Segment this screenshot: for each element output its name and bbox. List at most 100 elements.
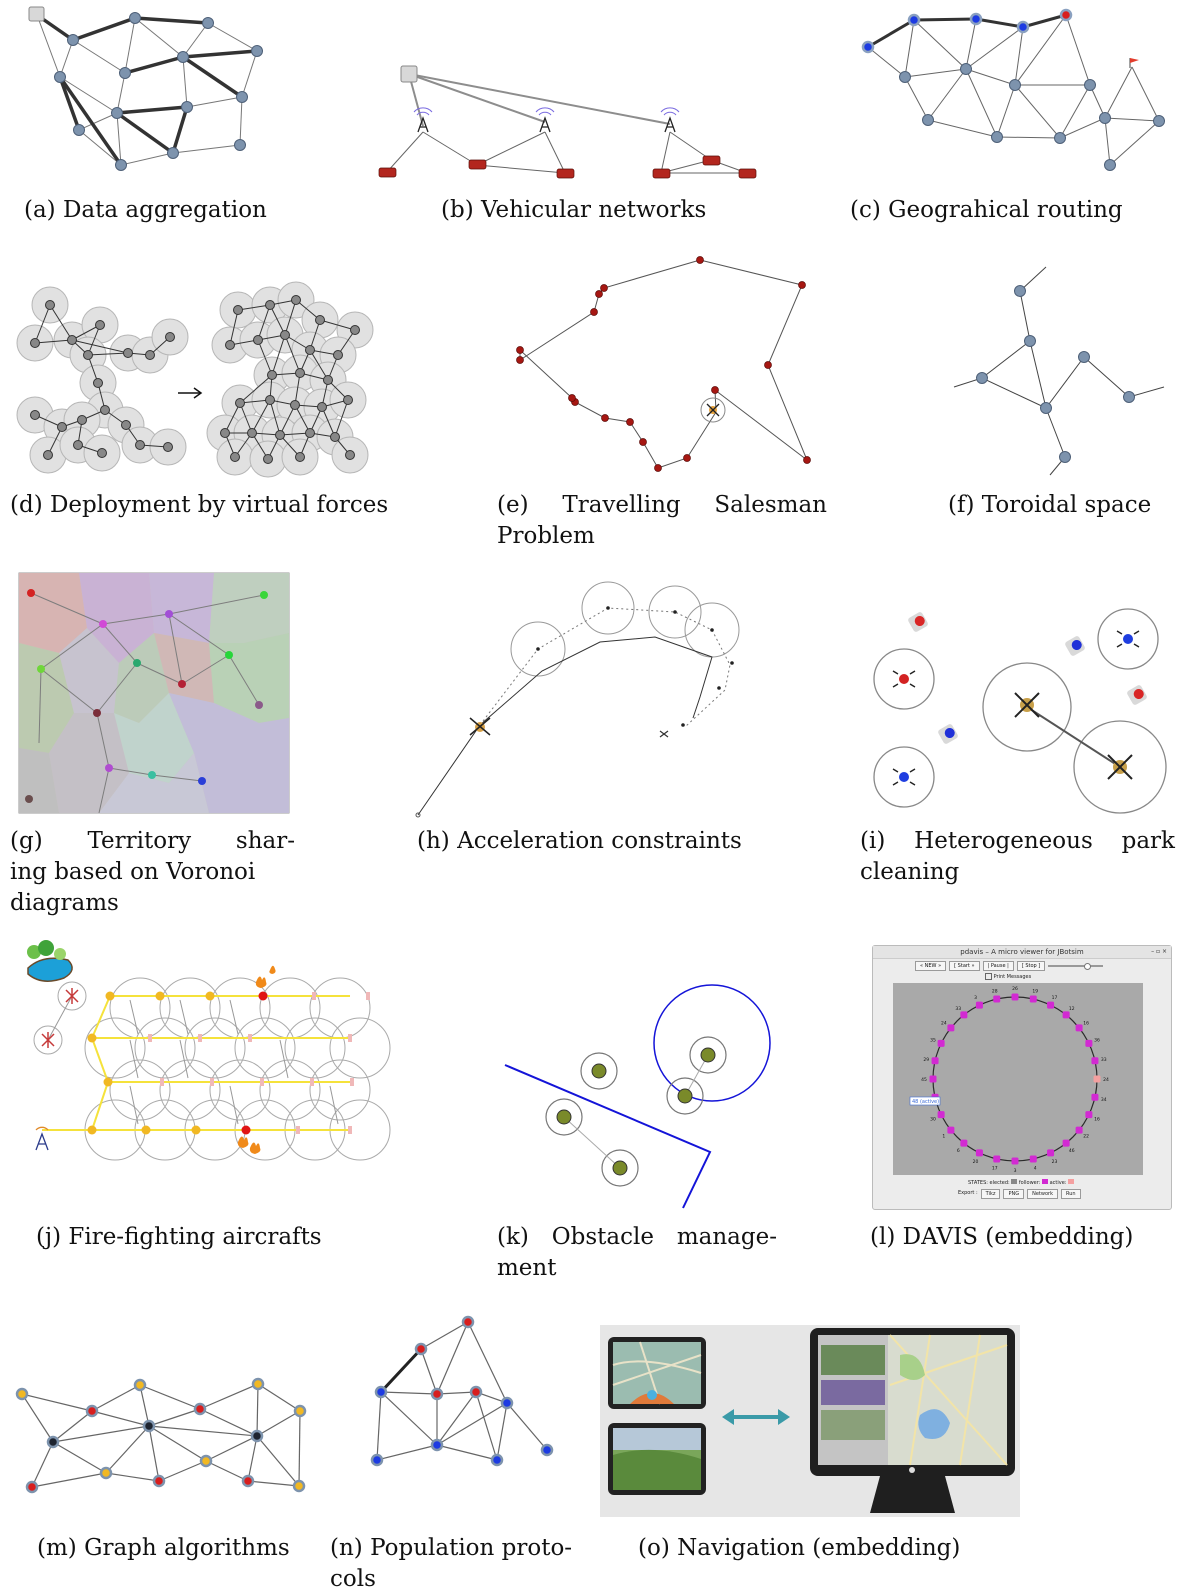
start-button[interactable]: [ Start » (949, 961, 980, 971)
new-button[interactable]: « NEW » (915, 961, 947, 971)
window-controls-icon[interactable]: – ▫ × (1151, 948, 1167, 955)
speed-slider[interactable] (1048, 963, 1104, 970)
tsp-tour (516, 256, 811, 472)
trash-can-icon (908, 612, 1147, 744)
stop-button[interactable]: [ Stop ] (1016, 961, 1046, 971)
davis-ring-node[interactable] (960, 1011, 968, 1019)
acceleration-trajectory (415, 581, 740, 818)
davis-ring-node[interactable] (1085, 1039, 1093, 1047)
davis-ring-label: 34 (1101, 1097, 1107, 1103)
png-button[interactable]: PNG (1003, 1189, 1025, 1199)
fire-icon (237, 965, 276, 1154)
network-button[interactable]: Network (1027, 1189, 1058, 1199)
davis-ring-node[interactable] (1075, 1024, 1083, 1032)
caption-l: (l) DAVIS (embedding) (870, 1224, 1134, 1250)
davis-ring-label: 3 (1014, 1168, 1017, 1174)
graph-algorithms-graph (15, 1377, 307, 1494)
panel-graph-algorithms (10, 1370, 320, 1515)
davis-toolbar: « NEW » [ Start » | Pause | [ Stop ] (915, 961, 1104, 971)
davis-status-row: STATES: elected: follower: active: (968, 1179, 1075, 1186)
davis-ring-node[interactable] (1011, 1157, 1019, 1165)
caption-h: (h) Acceleration constraints (417, 828, 742, 854)
davis-ring-node[interactable] (993, 995, 1001, 1003)
davis-ring-node[interactable] (1047, 1149, 1055, 1157)
davis-ring-label: 29 (923, 1057, 929, 1063)
caption-f: (f) Toroidal space (948, 492, 1152, 518)
population-protocols-graph (370, 1315, 554, 1467)
caption-b: (b) Vehicular networks (441, 197, 707, 223)
davis-ring-label: 24 (941, 1020, 947, 1026)
davis-ring-label: 45 (921, 1077, 927, 1083)
davis-ring-label: 26 (1012, 986, 1018, 992)
davis-ring-label: 33 (1101, 1057, 1107, 1063)
fire-fighting-scene (27, 940, 391, 1161)
davis-ring-node[interactable] (960, 1139, 968, 1147)
follower-label: follower: (1018, 1180, 1041, 1186)
davis-ring-node[interactable] (937, 1039, 945, 1047)
davis-ring-node[interactable] (947, 1126, 955, 1134)
davis-ring-node[interactable] (1047, 1001, 1055, 1009)
navigation-scene (608, 1328, 1015, 1513)
caption-j: (j) Fire-fighting aircrafts (36, 1224, 322, 1250)
antenna-icon (35, 1126, 49, 1151)
davis-ring-node[interactable] (1085, 1111, 1093, 1119)
panel-voronoi (18, 572, 290, 814)
robot-icon (556, 1047, 716, 1176)
panel-navigation (600, 1325, 1020, 1517)
davis-ring-label: 1 (942, 1134, 945, 1140)
davis-ring-node[interactable] (1091, 1057, 1099, 1065)
caption-o: (o) Navigation (embedding) (638, 1535, 961, 1561)
davis-ring-node[interactable] (975, 1149, 983, 1157)
panel-park-cleaning (860, 595, 1175, 820)
davis-ring-node[interactable] (1029, 995, 1037, 1003)
davis-ring-node[interactable] (1062, 1139, 1070, 1147)
print-messages-label: Print Messages (993, 974, 1032, 980)
davis-ring-node[interactable] (993, 1155, 1001, 1163)
davis-ring-node[interactable] (1062, 1011, 1070, 1019)
davis-ring-node[interactable] (1091, 1093, 1099, 1101)
caption-a: (a) Data aggregation (24, 197, 267, 223)
follower-swatch (1042, 1179, 1048, 1184)
davis-ring-label: 17 (992, 1166, 998, 1172)
davis-ring-label: 3 (974, 995, 977, 1001)
davis-ring-label: 23 (1052, 1159, 1058, 1165)
panel-population-protocols (365, 1312, 565, 1512)
davis-window: pdavis – A micro viewer for JBotsim – ▫ … (872, 945, 1172, 1210)
davis-ring-label: 46 (1069, 1148, 1075, 1154)
tikz-button[interactable]: Tikz (980, 1189, 1001, 1199)
elected-swatch (1011, 1179, 1018, 1184)
run-button[interactable]: Run (1061, 1189, 1081, 1199)
davis-canvas: 2619171216363324341622462343172061304445… (893, 983, 1143, 1175)
aircraft-icon (41, 988, 79, 1048)
davis-ring-node[interactable] (929, 1075, 937, 1083)
geographical-routing-graph (861, 8, 1165, 171)
status-label: STATES: (968, 1180, 988, 1186)
davis-ring-node[interactable] (1029, 1155, 1037, 1163)
vehicular-network-graph (378, 65, 757, 179)
active-swatch (1068, 1179, 1075, 1184)
davis-ring-node[interactable] (975, 1001, 983, 1009)
davis-ring-node[interactable] (1093, 1075, 1101, 1083)
pause-button[interactable]: | Pause | (982, 961, 1014, 971)
davis-ring-label: 28 (992, 988, 998, 994)
davis-ring-node[interactable] (937, 1111, 945, 1119)
davis-title-bar: pdavis – A micro viewer for JBotsim – ▫ … (873, 946, 1171, 959)
caption-m: (m) Graph algorithms (37, 1535, 290, 1561)
caption-d: (d) Deployment by virtual forces (10, 492, 389, 518)
davis-ring-node[interactable] (947, 1024, 955, 1032)
davis-ring-node[interactable] (1075, 1126, 1083, 1134)
panel-virtual-forces (10, 275, 380, 478)
panel-toroidal (950, 265, 1170, 480)
panel-geographical-routing (860, 5, 1170, 171)
print-messages-checkbox[interactable]: Print Messages (985, 973, 1031, 980)
davis-ring-label: 33 (955, 1006, 961, 1012)
obstacle-scene (504, 984, 771, 1209)
active-label: active: (1049, 1180, 1067, 1186)
caption-c: (c) Geograhical routing (850, 197, 1123, 223)
car-icon (378, 155, 757, 179)
davis-ring-node[interactable] (931, 1057, 939, 1065)
panel-vehicular-networks (375, 60, 775, 190)
flag-icon (1129, 58, 1139, 68)
davis-ring-node[interactable] (1011, 993, 1019, 1001)
